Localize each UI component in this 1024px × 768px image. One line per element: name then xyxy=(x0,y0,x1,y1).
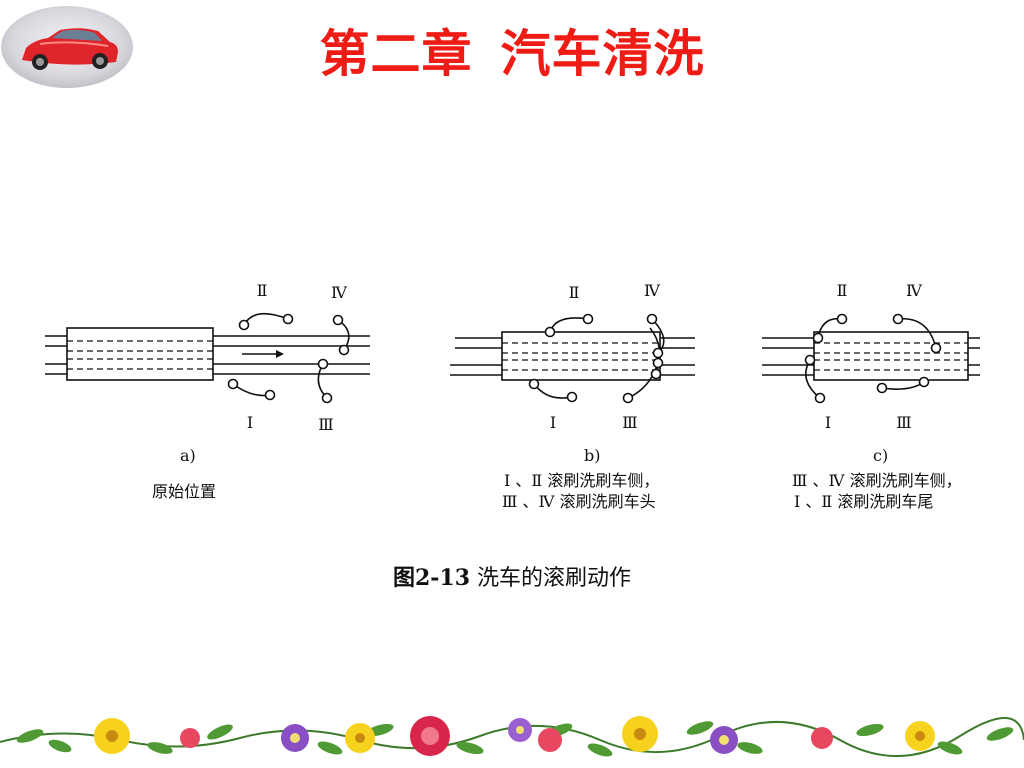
chapter-name: 汽车清洗 xyxy=(500,25,705,83)
roman-label-I: Ⅰ xyxy=(550,413,556,432)
figure-number: 图2-13 xyxy=(392,565,471,591)
panel-b-caption-line-1: Ⅰ 、Ⅱ 滚刷洗刷车侧， xyxy=(504,471,660,490)
diagram-panel-c: Ⅱ Ⅳ Ⅰ Ⅲ xyxy=(762,281,980,432)
roman-label-III: Ⅲ xyxy=(622,413,637,432)
figure-text: 洗车的滚刷动作 xyxy=(477,566,632,591)
panel-b-tag: b) xyxy=(584,446,601,465)
diagram-panel-b: Ⅱ Ⅳ Ⅰ Ⅲ xyxy=(450,281,695,432)
panel-c-caption-line-2: Ⅰ 、Ⅱ 滚刷洗刷车尾 xyxy=(794,492,934,511)
panel-a-caption: 原始位置 xyxy=(152,482,217,501)
chapter-number: 第二章 xyxy=(319,25,473,83)
figure-caption: 图2-13 洗车的滚刷动作 xyxy=(0,560,1024,592)
roman-label-III: Ⅲ xyxy=(896,413,911,432)
panel-c-caption-line-1: Ⅲ 、Ⅳ 滚刷洗刷车侧， xyxy=(792,471,962,490)
diagram-panel-a: Ⅱ Ⅳ Ⅰ Ⅲ xyxy=(45,281,370,434)
panel-a-tag: a) xyxy=(180,446,196,465)
flower-garland-icon xyxy=(0,716,1024,757)
car-logo-icon xyxy=(1,6,133,88)
roman-label-IV: Ⅳ xyxy=(644,281,661,300)
roman-label-IV: Ⅳ xyxy=(906,281,923,300)
roman-label-I: Ⅰ xyxy=(247,413,253,432)
roman-label-III: Ⅲ xyxy=(318,415,333,434)
roman-label-II: Ⅱ xyxy=(569,283,580,302)
panel-c-tag: c) xyxy=(873,446,889,465)
roman-label-I: Ⅰ xyxy=(825,413,831,432)
roman-label-II: Ⅱ xyxy=(257,281,268,300)
panel-b-caption-line-2: Ⅲ 、Ⅳ 滚刷洗刷车头 xyxy=(502,492,656,511)
roman-label-IV: Ⅳ xyxy=(331,283,348,302)
page-title: 第二章汽车清洗 xyxy=(0,14,1024,86)
roman-label-II: Ⅱ xyxy=(837,281,848,300)
